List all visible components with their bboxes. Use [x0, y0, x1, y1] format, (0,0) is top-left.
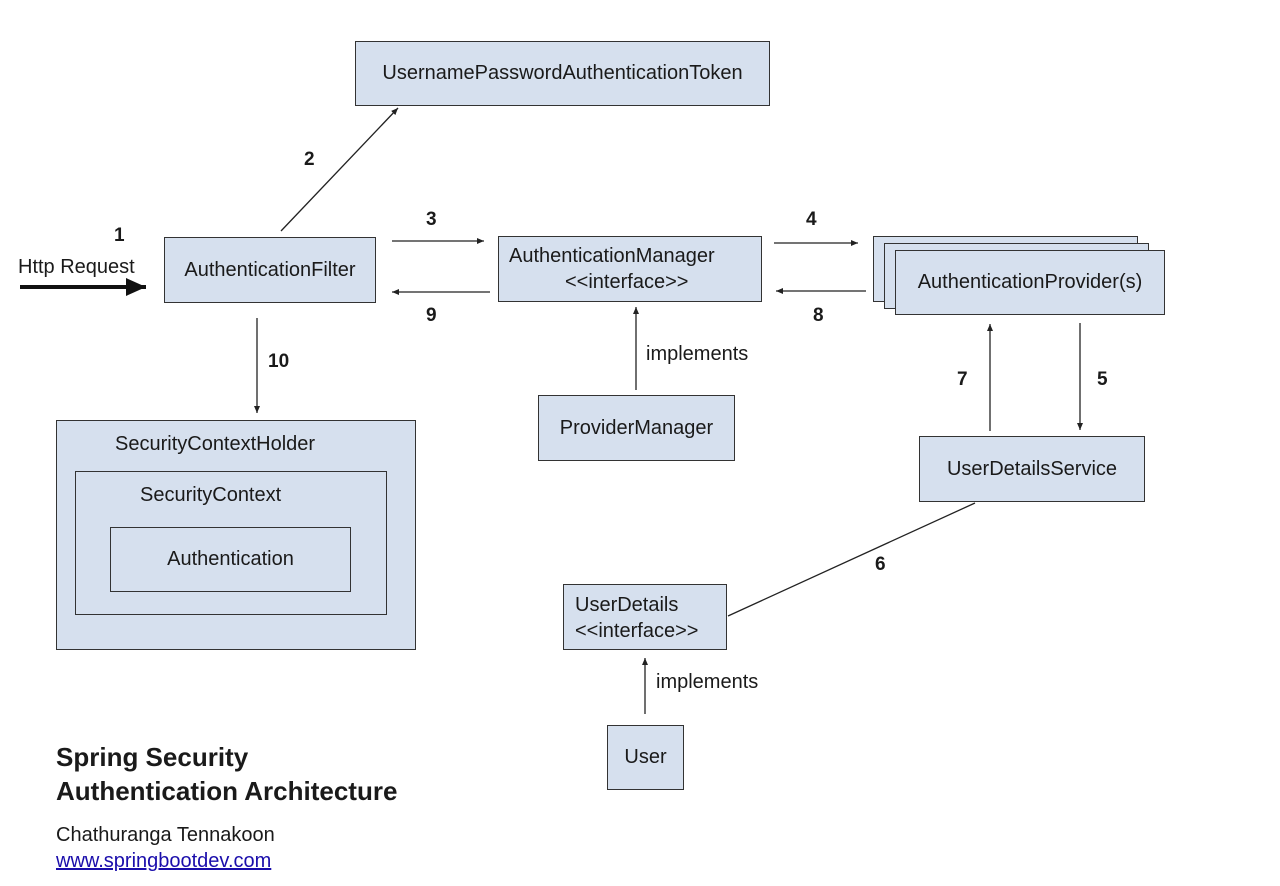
diagram-title-line-1: Spring Security	[56, 742, 249, 772]
user-details-stereotype: <<interface>>	[575, 620, 699, 642]
security-context-label: SecurityContext	[140, 484, 282, 506]
http-request-label: Http Request	[18, 256, 135, 278]
step-1-label: 1	[114, 225, 125, 246]
security-context-holder-label: SecurityContextHolder	[115, 433, 316, 455]
provider-manager-label: ProviderManager	[559, 416, 714, 439]
implements-user-label: implements	[656, 671, 759, 693]
user-box: User	[607, 725, 684, 790]
authentication-filter-label: AuthenticationFilter	[184, 258, 356, 281]
security-context-holder-box: SecurityContextHolder SecurityContext Au…	[56, 420, 416, 650]
step-2-label: 2	[304, 149, 315, 170]
provider-manager-box: ProviderManager	[538, 395, 735, 461]
step-3-label: 3	[426, 209, 437, 230]
user-details-service-label: UserDetailsService	[946, 457, 1118, 480]
author-name: Chathuranga Tennakoon	[56, 824, 275, 846]
authentication-filter-box: AuthenticationFilter	[164, 237, 376, 303]
step-4-label: 4	[806, 209, 817, 230]
user-details-box: UserDetails <<interface>>	[563, 584, 727, 650]
user-label: User	[624, 746, 667, 768]
website-link[interactable]: www.springbootdev.com	[56, 850, 272, 872]
username-password-token-label: UsernamePasswordAuthenticationToken	[382, 62, 743, 84]
username-password-token-box: UsernamePasswordAuthenticationToken	[355, 41, 770, 106]
authentication-label: Authentication	[167, 548, 294, 570]
step-6-label: 6	[875, 554, 886, 575]
diagram-title-line-2: Authentication Architecture	[56, 776, 398, 806]
authentication-manager-box: AuthenticationManager <<interface>>	[498, 236, 762, 302]
diagram-title: Spring Security Authentication Architect…	[56, 740, 397, 808]
security-context-box: SecurityContext Authentication	[75, 471, 387, 615]
implements-manager-label: implements	[646, 343, 749, 365]
step-7-label: 7	[957, 369, 968, 390]
authentication-manager-stereotype: <<interface>>	[565, 271, 689, 293]
step-9-label: 9	[426, 305, 437, 326]
user-details-label: UserDetails	[575, 594, 679, 616]
arrow-step-2	[280, 107, 399, 232]
authentication-box: Authentication	[110, 527, 351, 592]
user-details-service-box: UserDetailsService	[919, 436, 1145, 502]
authentication-provider-box: AuthenticationProvider(s)	[895, 250, 1165, 315]
authentication-manager-label: AuthenticationManager	[509, 245, 715, 267]
step-5-label: 5	[1097, 369, 1108, 390]
step-10-label: 10	[268, 351, 290, 372]
step-8-label: 8	[813, 305, 824, 326]
line-step-6	[727, 502, 976, 617]
authentication-provider-label: AuthenticationProvider(s)	[917, 271, 1143, 293]
